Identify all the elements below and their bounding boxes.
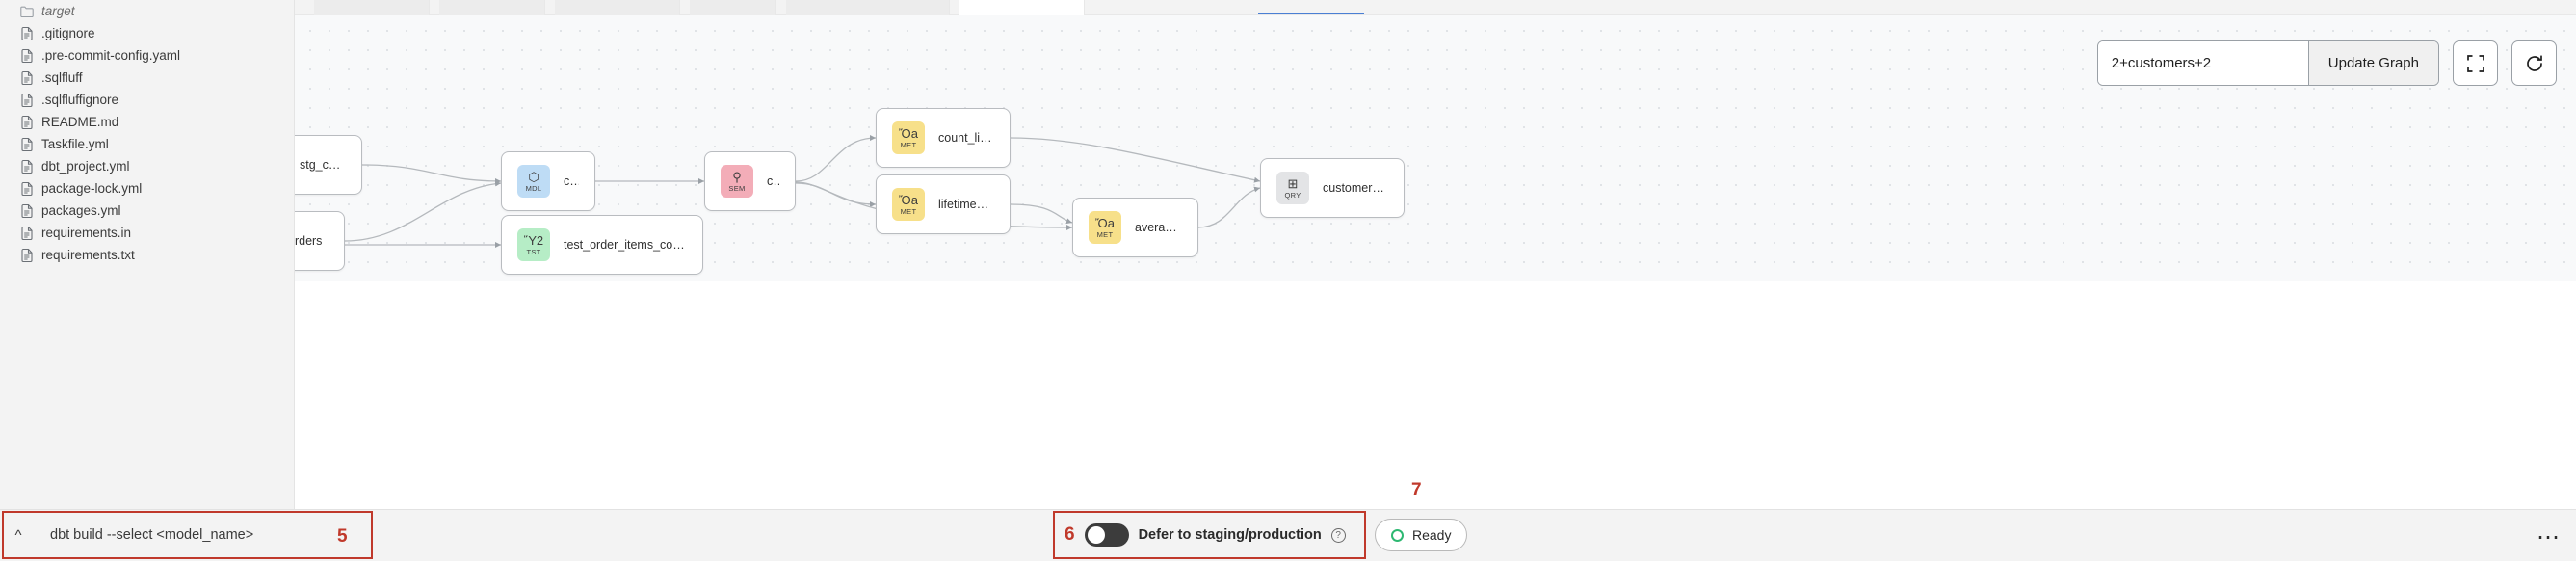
tab-chip[interactable] bbox=[786, 0, 950, 15]
tab-chip-active[interactable] bbox=[959, 0, 1085, 15]
graph-toolbar: Update Graph bbox=[2096, 40, 2557, 86]
status-label: Ready bbox=[1412, 527, 1452, 543]
status-badge[interactable]: Ready bbox=[1375, 519, 1468, 551]
badge-kind-label: MET bbox=[1096, 229, 1114, 239]
file-item-label: packages.yml bbox=[41, 203, 121, 218]
file-item-target[interactable]: target bbox=[0, 0, 294, 22]
graph-node-label: customers bbox=[767, 174, 779, 188]
tab-chip[interactable] bbox=[314, 0, 430, 15]
file-explorer-sidebar: target .gitignore .pre-commit-config.yaml.… bbox=[0, 0, 295, 561]
more-horizontal-icon[interactable]: ⋯ bbox=[2537, 524, 2561, 550]
annotation-marker-7: 7 bbox=[1411, 480, 1422, 500]
file-item-dbt-project-yml[interactable]: dbt_project.yml bbox=[0, 155, 294, 177]
qry-badge-icon: ⊞QRY bbox=[1276, 172, 1309, 204]
badge-glyph: Ὄa bbox=[899, 192, 918, 207]
editor-tab-strip bbox=[295, 0, 2576, 15]
graph-node-label: average_order_value bbox=[1135, 221, 1182, 234]
help-circle-icon[interactable]: ? bbox=[1330, 527, 1346, 543]
expand-icon[interactable] bbox=[2453, 40, 2498, 86]
badge-glyph: ⬡ bbox=[528, 169, 539, 184]
file-item-gitignore[interactable]: .gitignore bbox=[0, 22, 294, 44]
update-graph-button[interactable]: Update Graph bbox=[2307, 41, 2438, 85]
graph-node-label: customers bbox=[564, 174, 579, 188]
badge-glyph: Ὄa bbox=[899, 125, 918, 141]
file-item-label: .gitignore bbox=[41, 26, 95, 40]
status-dot-icon bbox=[1391, 528, 1404, 542]
lineage-graph-canvas[interactable]: ⬡MDLstg_customers⬡MDLorders⬡MDLcustomers… bbox=[295, 15, 2576, 281]
file-item-packages-yml[interactable]: packages.yml bbox=[0, 200, 294, 222]
annotation-marker-5: 5 bbox=[337, 526, 348, 547]
badge-glyph: ⊞ bbox=[1287, 175, 1299, 191]
file-item-label: dbt_project.yml bbox=[41, 159, 130, 174]
mdl-badge-icon: ⬡MDL bbox=[517, 165, 550, 198]
tab-active-underline bbox=[1258, 13, 1364, 14]
graph-node-label: count_lifetime_orders bbox=[938, 131, 994, 145]
file-item-label: .sqlfluff bbox=[41, 70, 83, 85]
graph-edges bbox=[344, 135, 1261, 248]
annotation-marker-6: 6 bbox=[1065, 524, 1075, 545]
file-item-label: package-lock.yml bbox=[41, 181, 143, 196]
file-item-sqlfluffignore[interactable]: .sqlfluffignore bbox=[0, 89, 294, 111]
graph-node-label: test_order_items_compute_to_bools… bbox=[564, 238, 687, 252]
terminal-command-text: dbt build --select <model_name> bbox=[50, 527, 254, 543]
graph-node-label: lifetime_spend_pretax bbox=[938, 198, 994, 211]
refresh-icon[interactable] bbox=[2511, 40, 2557, 86]
badge-kind-label: TST bbox=[526, 247, 541, 256]
graph-node-customer-order-metrics[interactable]: ⊞QRY customer_order_metrics bbox=[1260, 158, 1405, 218]
file-item-label: Taskfile.yml bbox=[41, 137, 109, 151]
graph-node-stg-orders[interactable]: ⬡MDLorders bbox=[295, 211, 345, 271]
file-item-requirements-txt[interactable]: requirements.txt bbox=[0, 244, 294, 266]
badge-kind-label: MET bbox=[900, 206, 917, 216]
badge-kind-label: MDL bbox=[525, 183, 542, 193]
file-item-readme-md[interactable]: README.md bbox=[0, 111, 294, 133]
file-item-label: target bbox=[41, 4, 75, 18]
file-item-label: README.md bbox=[41, 115, 119, 129]
sem-badge-icon: ⚲SEM bbox=[721, 165, 753, 198]
badge-glyph: Ὄa bbox=[1095, 215, 1115, 230]
graph-node-customers-model[interactable]: ⬡MDL customers bbox=[501, 151, 595, 211]
file-item-label: .pre-commit-config.yaml bbox=[41, 48, 181, 63]
file-item-requirements-in[interactable]: requirements.in bbox=[0, 222, 294, 244]
tab-chip[interactable] bbox=[439, 0, 545, 15]
defer-setting-group: 6 Defer to staging/production ? bbox=[1053, 511, 1366, 559]
defer-toggle[interactable] bbox=[1084, 523, 1129, 547]
file-item-pre-commit-config-yaml[interactable]: .pre-commit-config.yaml bbox=[0, 44, 294, 67]
badge-kind-label: MET bbox=[900, 140, 917, 149]
graph-node-stg-customers[interactable]: ⬡MDLstg_customers bbox=[295, 135, 362, 195]
graph-node-label: customer_order_metrics bbox=[1323, 181, 1388, 195]
file-item-sqlfluff[interactable]: .sqlfluff bbox=[0, 67, 294, 89]
tab-chip[interactable] bbox=[690, 0, 776, 15]
badge-glyph: Ὕ2 bbox=[523, 232, 544, 248]
chevron-up-icon[interactable]: ^ bbox=[14, 526, 22, 544]
file-tree: target .gitignore .pre-commit-config.yaml.… bbox=[0, 0, 294, 266]
terminal-command-box[interactable]: ^ dbt build --select <model_name> bbox=[2, 511, 373, 559]
file-item-label: requirements.txt bbox=[41, 248, 135, 262]
graph-node-customers-semantic[interactable]: ⚲SEM customers bbox=[704, 151, 796, 211]
badge-kind-label: QRY bbox=[1284, 190, 1301, 200]
file-item-label: .sqlfluffignore bbox=[41, 93, 119, 107]
badge-glyph: ⚲ bbox=[732, 169, 742, 184]
file-item-taskfile-yml[interactable]: Taskfile.yml bbox=[0, 133, 294, 155]
graph-selector-input[interactable] bbox=[2097, 41, 2308, 85]
status-bottom-bar: ^ dbt build --select <model_name> 5 7 6 … bbox=[0, 480, 2576, 561]
file-item-label: requirements.in bbox=[41, 226, 132, 240]
graph-node-label: orders bbox=[295, 234, 323, 248]
file-item-package-lock-yml[interactable]: package-lock.yml bbox=[0, 177, 294, 200]
graph-node-label: stg_customers bbox=[300, 158, 346, 172]
defer-label: Defer to staging/production bbox=[1138, 527, 1322, 543]
tab-chip[interactable] bbox=[555, 0, 680, 15]
graph-selector-combo: Update Graph bbox=[2096, 40, 2439, 86]
badge-kind-label: SEM bbox=[728, 183, 746, 193]
